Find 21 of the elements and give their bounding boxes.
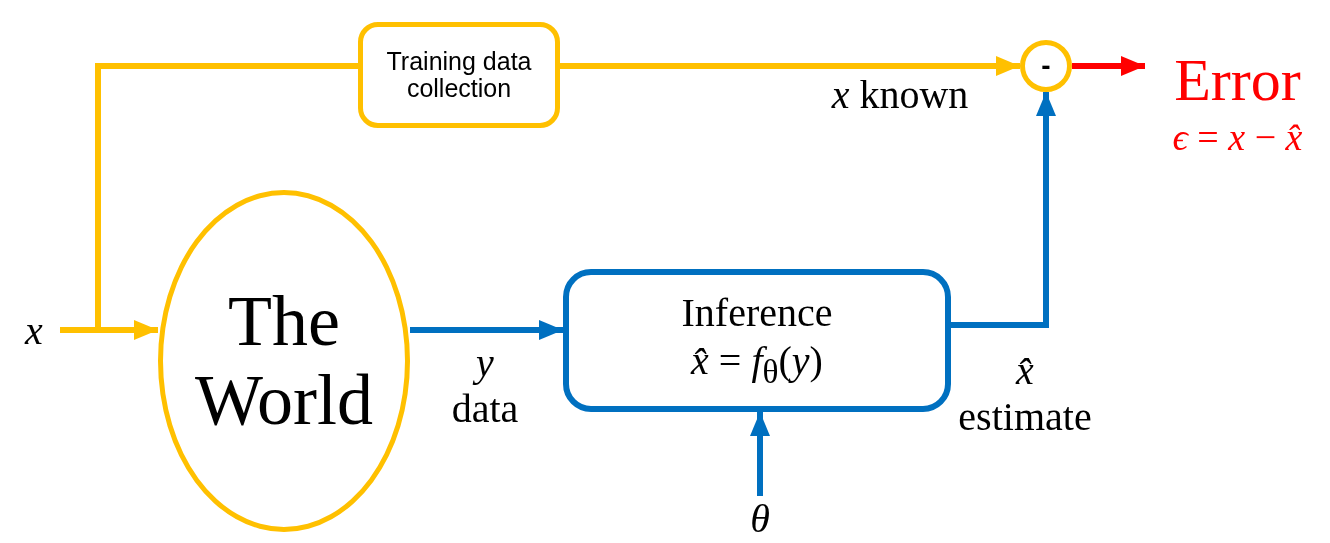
node-title: The World [193,281,375,441]
formula-text: ϵ = x − x̂ [1172,116,1303,159]
subtraction-circle [1020,40,1072,92]
arrow [1072,56,1145,76]
edge-label: x̂ estimate [957,348,1093,440]
variable-label: x [25,309,43,353]
connector-line [60,63,358,333]
node-title: Training data collection [385,47,533,103]
error-text: Error [1174,46,1301,113]
arrow [750,412,770,496]
variable-label: θ [750,497,770,541]
formula-text: x̂ = f$_{θ}$(y) [691,338,823,391]
arrow [410,320,563,340]
edge-label: y data [450,340,520,432]
arrow [560,56,1020,76]
node-title: Inference [681,290,833,335]
node-title: - [1041,50,1051,82]
process-box [563,269,951,412]
process-box [358,22,560,128]
edge-label: x known [830,72,970,118]
world-ellipse [158,190,410,532]
